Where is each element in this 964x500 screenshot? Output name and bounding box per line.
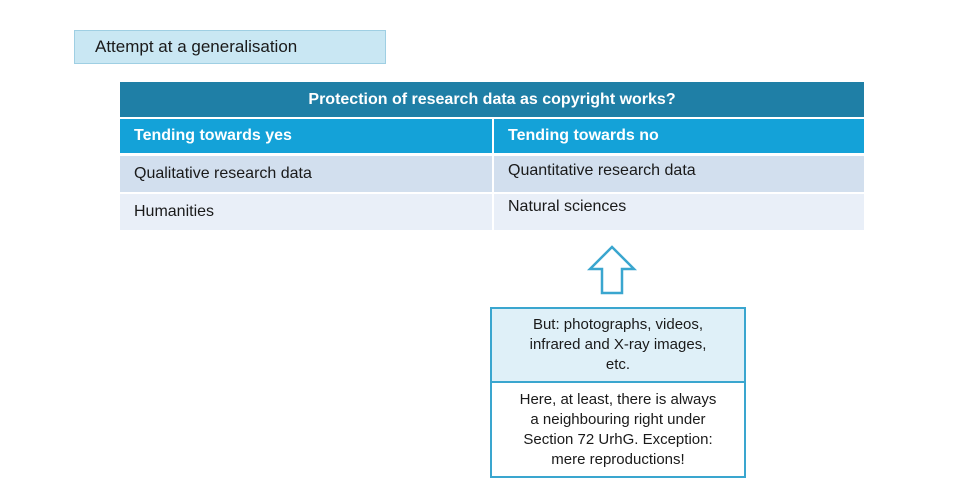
note-caveat: But: photographs, videos, infrared and X… [492, 309, 744, 383]
column-header-no: Tending towards no [492, 119, 864, 153]
note-box: But: photographs, videos, infrared and X… [490, 307, 746, 478]
note-caveat-line: But: photographs, videos, [532, 316, 704, 333]
up-arrow-icon [587, 245, 637, 295]
table-cell: Qualitative research data [120, 156, 492, 192]
note-caveat-line: infrared and X-ray images, [529, 336, 707, 353]
table-row: Qualitative research data Quantitative r… [120, 156, 864, 194]
table-header: Protection of research data as copyright… [120, 82, 864, 119]
section-title-text: Attempt at a generalisation [95, 37, 298, 56]
note-explanation-line: a neighbouring right under [530, 410, 706, 428]
note-explanation-line: Section 72 UrhG. Exception: [523, 430, 713, 448]
note-explanation: Here, at least, there is always a neighb… [492, 383, 744, 476]
note-explanation-line: Here, at least, there is always [519, 390, 717, 408]
section-title: Attempt at a generalisation [74, 30, 386, 64]
table-column-headers: Tending towards yes Tending towards no [120, 119, 864, 156]
column-header-yes: Tending towards yes [120, 119, 492, 153]
table-cell: Humanities [120, 194, 492, 230]
table-cell: Quantitative research data [492, 156, 864, 192]
note-caveat-line: etc. [605, 356, 631, 373]
table-header-text: Protection of research data as copyright… [308, 90, 676, 108]
note-explanation-line: mere reproductions! [551, 450, 685, 468]
table-row: Humanities Natural sciences [120, 194, 864, 230]
table-cell: Natural sciences [492, 194, 864, 230]
comparison-table: Protection of research data as copyright… [120, 82, 864, 230]
